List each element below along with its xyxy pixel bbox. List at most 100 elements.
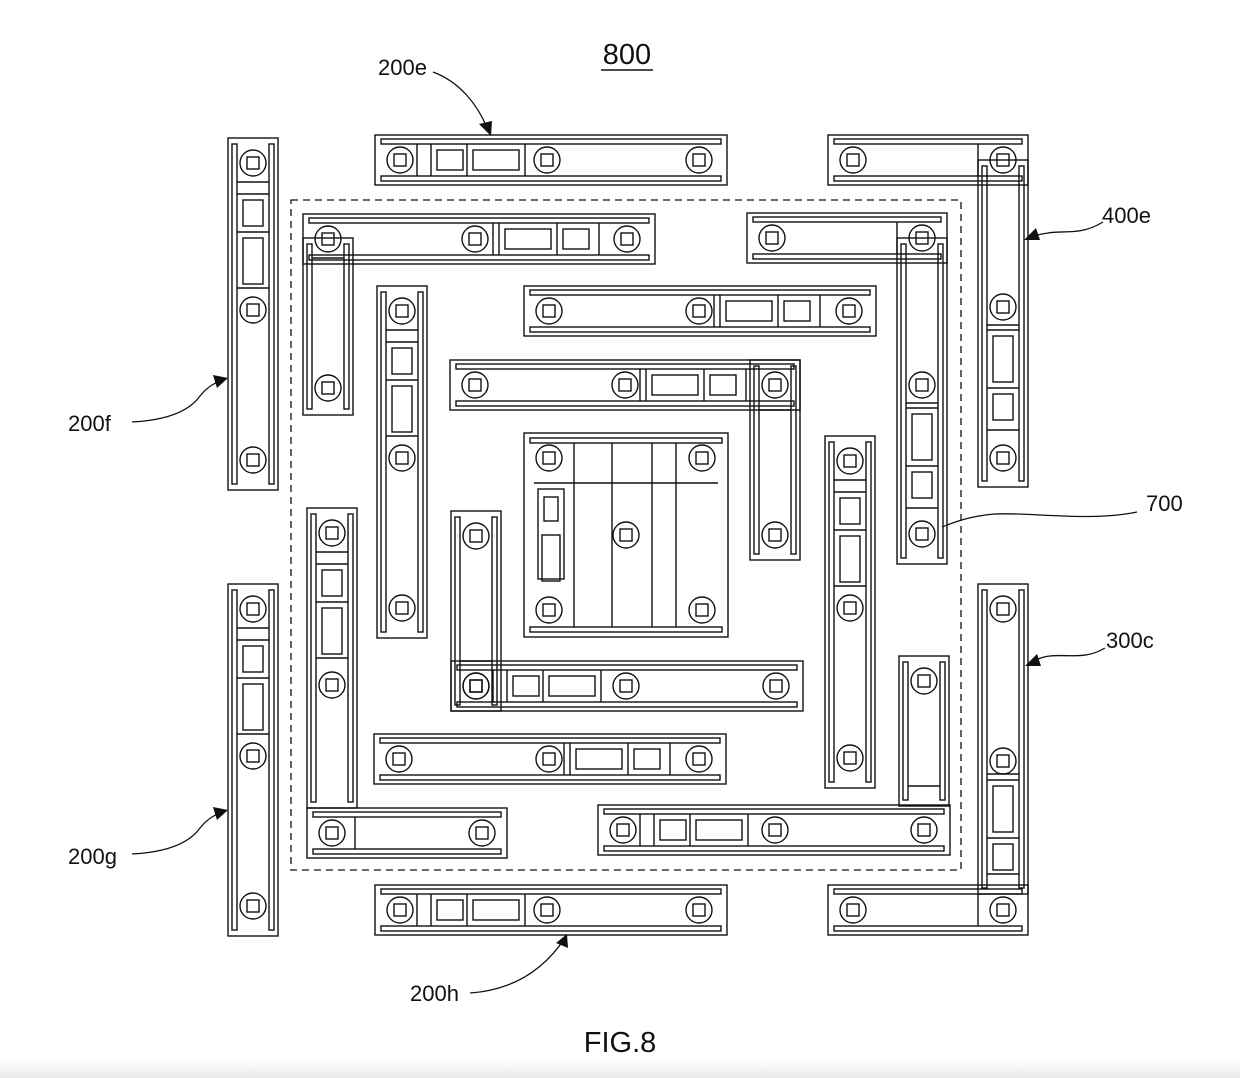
member-rail-bottom xyxy=(456,701,798,708)
member-200e xyxy=(374,134,728,186)
fastener-ring xyxy=(239,742,267,770)
leader-200h xyxy=(469,937,566,994)
fastener-ring xyxy=(761,371,789,399)
fastener-square xyxy=(395,304,409,318)
member-core-top xyxy=(449,359,801,411)
fastener-ring xyxy=(239,296,267,324)
fastener-square xyxy=(395,451,409,465)
fastener-square xyxy=(843,751,857,765)
slot xyxy=(992,335,1014,383)
slot xyxy=(911,471,933,499)
fastener-square xyxy=(246,749,260,763)
fastener-ring xyxy=(461,225,489,253)
fastener-square xyxy=(540,153,554,167)
fastener xyxy=(388,444,416,472)
fastener xyxy=(535,596,563,624)
fastener-ring xyxy=(908,520,936,548)
member-outline xyxy=(977,159,1029,488)
member-rail-top xyxy=(752,216,942,223)
hardware-members xyxy=(227,134,1029,937)
fastener-square xyxy=(246,602,260,616)
member-rail-left xyxy=(231,589,238,931)
member-rail-right xyxy=(865,441,872,783)
arrowhead-400e xyxy=(1024,228,1040,240)
member-outline xyxy=(374,134,728,186)
slot xyxy=(436,899,464,921)
member-rail-top xyxy=(380,138,722,145)
slot xyxy=(242,645,264,673)
fastener-ring xyxy=(386,146,414,174)
fastener-square xyxy=(765,231,779,245)
member-outline xyxy=(302,213,656,265)
member-outline xyxy=(977,583,1029,895)
leader-200e xyxy=(432,71,489,131)
fastener xyxy=(989,896,1017,924)
member-rail-bottom xyxy=(380,925,722,932)
fastener-square xyxy=(692,153,706,167)
fastener-square xyxy=(395,601,409,615)
fastener xyxy=(535,297,563,325)
member-rail-left xyxy=(981,589,988,889)
fastener-ring xyxy=(835,297,863,325)
member-300c-leg xyxy=(977,583,1029,895)
fastener xyxy=(385,745,413,773)
fastener-ring xyxy=(318,671,346,699)
fastener-square xyxy=(996,451,1010,465)
fastener-square xyxy=(325,526,339,540)
fastener-ring xyxy=(761,816,789,844)
member-rail-top xyxy=(456,664,798,671)
member-mid-right-leg xyxy=(896,237,948,565)
member-outline xyxy=(302,237,354,416)
fastener-square xyxy=(468,232,482,246)
fastener-ring xyxy=(239,446,267,474)
fastener xyxy=(318,819,346,847)
fastener-square xyxy=(321,232,335,246)
slot xyxy=(548,675,596,697)
fastener xyxy=(468,819,496,847)
callout-200e: 200e xyxy=(378,55,427,80)
fastener-square xyxy=(846,153,860,167)
member-rail-left xyxy=(753,365,760,555)
fastener xyxy=(685,745,713,773)
member-outline xyxy=(373,733,727,785)
slot xyxy=(651,374,699,396)
member-rail-bottom xyxy=(380,175,722,182)
fastener-square xyxy=(469,679,483,693)
slot xyxy=(472,899,520,921)
member-rail-left xyxy=(380,291,387,633)
fastener xyxy=(388,594,416,622)
fastener-square xyxy=(842,304,856,318)
member-outline xyxy=(896,237,948,565)
callout-700: 700 xyxy=(1146,491,1183,516)
fastener xyxy=(533,146,561,174)
member-mid-bottom-left xyxy=(306,807,508,859)
fastener-square xyxy=(246,303,260,317)
slot xyxy=(321,569,343,597)
member-rail-right xyxy=(347,513,354,803)
fastener-ring xyxy=(535,444,563,472)
figure-number: 800 xyxy=(603,39,651,71)
fastener-square xyxy=(996,903,1010,917)
fastener-ring xyxy=(535,745,563,773)
fastener xyxy=(688,444,716,472)
fastener-ring xyxy=(758,224,786,252)
fastener xyxy=(908,520,936,548)
fastener-square xyxy=(469,529,483,543)
slot xyxy=(436,149,464,171)
member-outline xyxy=(827,884,1029,936)
fastener-ring xyxy=(535,297,563,325)
member-rail-left xyxy=(902,661,909,801)
arrowhead-200f xyxy=(213,375,228,388)
slot xyxy=(504,228,552,250)
member-rail-left xyxy=(981,165,988,482)
slot xyxy=(391,385,413,433)
member-rail-bottom xyxy=(312,848,502,855)
fastener-square xyxy=(846,903,860,917)
member-200h xyxy=(374,884,728,936)
fastener-square xyxy=(768,378,782,392)
slot xyxy=(839,535,861,583)
member-rail-top xyxy=(833,888,1023,895)
member-rail-top xyxy=(455,363,795,370)
fastener xyxy=(611,371,639,399)
fastener xyxy=(758,224,786,252)
